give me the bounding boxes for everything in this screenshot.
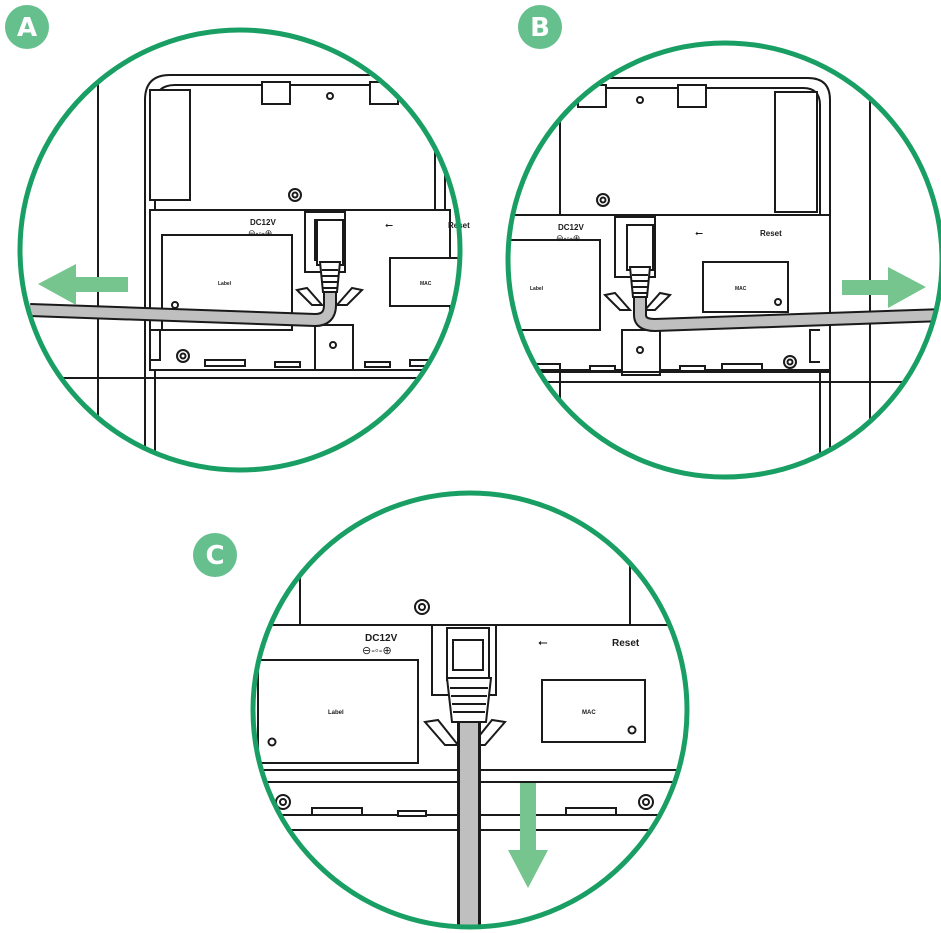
label-text: Label	[328, 710, 344, 716]
zoom-ring	[17, 27, 463, 473]
label-text: Label	[218, 281, 232, 287]
arrow-icon	[508, 783, 548, 888]
mac-text: MAC	[582, 710, 596, 716]
arrow-icon	[38, 264, 128, 305]
step-badge: C	[193, 533, 237, 577]
dc-label: DC12V	[558, 223, 584, 232]
dc-polarity-icon: ⊖-◦-⊕	[556, 233, 580, 243]
svg-text:C: C	[205, 541, 224, 571]
usb-icon: ⭠	[538, 635, 548, 649]
step-badge: B	[518, 5, 562, 49]
svg-text:A: A	[17, 13, 37, 43]
step-badge: A	[5, 5, 49, 49]
screw-icon	[288, 188, 302, 202]
screw-icon	[596, 193, 610, 207]
dc-label: DC12V	[365, 633, 398, 644]
label-text: Label	[530, 286, 544, 292]
screw-icon	[414, 599, 430, 615]
panel-b: DC12V ⊖-◦-⊕ ⭠ Reset Label MAC B	[505, 5, 941, 480]
panel-a: DC12V ⊖-◦-⊕ ⭠ Reset Label MAC A	[5, 5, 470, 473]
dc-label: DC12V	[250, 218, 276, 227]
mac-text: MAC	[735, 286, 747, 292]
usb-icon: ⭠	[695, 228, 703, 239]
panel-c: DC12V ⊖-◦-⊕ ⭠ Reset Label MAC C	[193, 490, 690, 930]
reset-label: Reset	[760, 229, 782, 238]
usb-icon: ⭠	[385, 220, 393, 231]
zoom-ring	[250, 490, 690, 930]
mac-text: MAC	[420, 281, 432, 287]
svg-text:B: B	[530, 13, 550, 43]
dc-polarity-icon: ⊖-◦-⊕	[362, 645, 392, 657]
dc-polarity-icon: ⊖-◦-⊕	[248, 228, 272, 238]
reset-label: Reset	[612, 638, 640, 649]
arrow-icon	[842, 267, 926, 308]
zoom-ring	[505, 40, 941, 480]
